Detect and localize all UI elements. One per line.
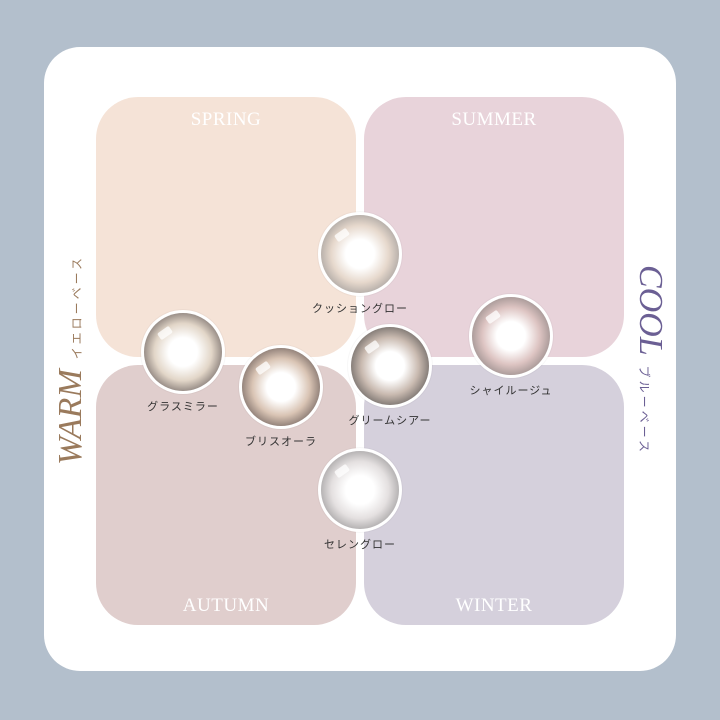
season-label-autumn: AUTUMN: [182, 595, 270, 616]
quadrant-spring: SPRING: [96, 97, 356, 357]
lens-image[interactable]: [239, 345, 323, 429]
lens-icon: [321, 215, 399, 293]
lens-item[interactable]: クッショングロー: [300, 212, 420, 316]
axis-warm-sub: イエローベース: [70, 254, 84, 360]
lens-icon: [351, 327, 429, 405]
axis-cool-label: COOL: [632, 264, 669, 356]
lens-name: グラスミラー: [147, 400, 219, 413]
quadrant-winter: WINTER: [364, 365, 624, 625]
lens-name: グリームシアー: [348, 414, 432, 427]
lens-name: ブリスオーラ: [245, 435, 317, 448]
season-label-winter: WINTER: [455, 595, 533, 616]
lens-item[interactable]: グリームシアー: [330, 324, 450, 428]
lens-image[interactable]: [318, 212, 402, 296]
lens-image[interactable]: [141, 310, 225, 394]
lens-name: クッショングロー: [312, 302, 408, 315]
lens-icon: [321, 451, 399, 529]
axis-cool-sub: ブルーベース: [637, 365, 651, 456]
lens-item[interactable]: シャイルージュ: [451, 294, 571, 398]
lens-image[interactable]: [318, 448, 402, 532]
lens-name: セレングロー: [324, 538, 396, 551]
lens-image[interactable]: [348, 324, 432, 408]
season-label-spring: SPRING: [190, 109, 262, 130]
axis-warm-label: WARM: [52, 369, 89, 466]
lens-image[interactable]: [469, 294, 553, 378]
lens-icon: [242, 348, 320, 426]
axis-warm: WARM イエローベース: [52, 255, 90, 465]
lens-icon: [472, 297, 550, 375]
lens-item[interactable]: セレングロー: [300, 448, 420, 552]
lens-item[interactable]: ブリスオーラ: [221, 345, 341, 449]
season-label-summer: SUMMER: [451, 109, 537, 130]
axis-cool: COOL ブルーベース: [631, 265, 669, 455]
lens-icon: [144, 313, 222, 391]
lens-item[interactable]: グラスミラー: [123, 310, 243, 414]
lens-name: シャイルージュ: [469, 384, 553, 397]
